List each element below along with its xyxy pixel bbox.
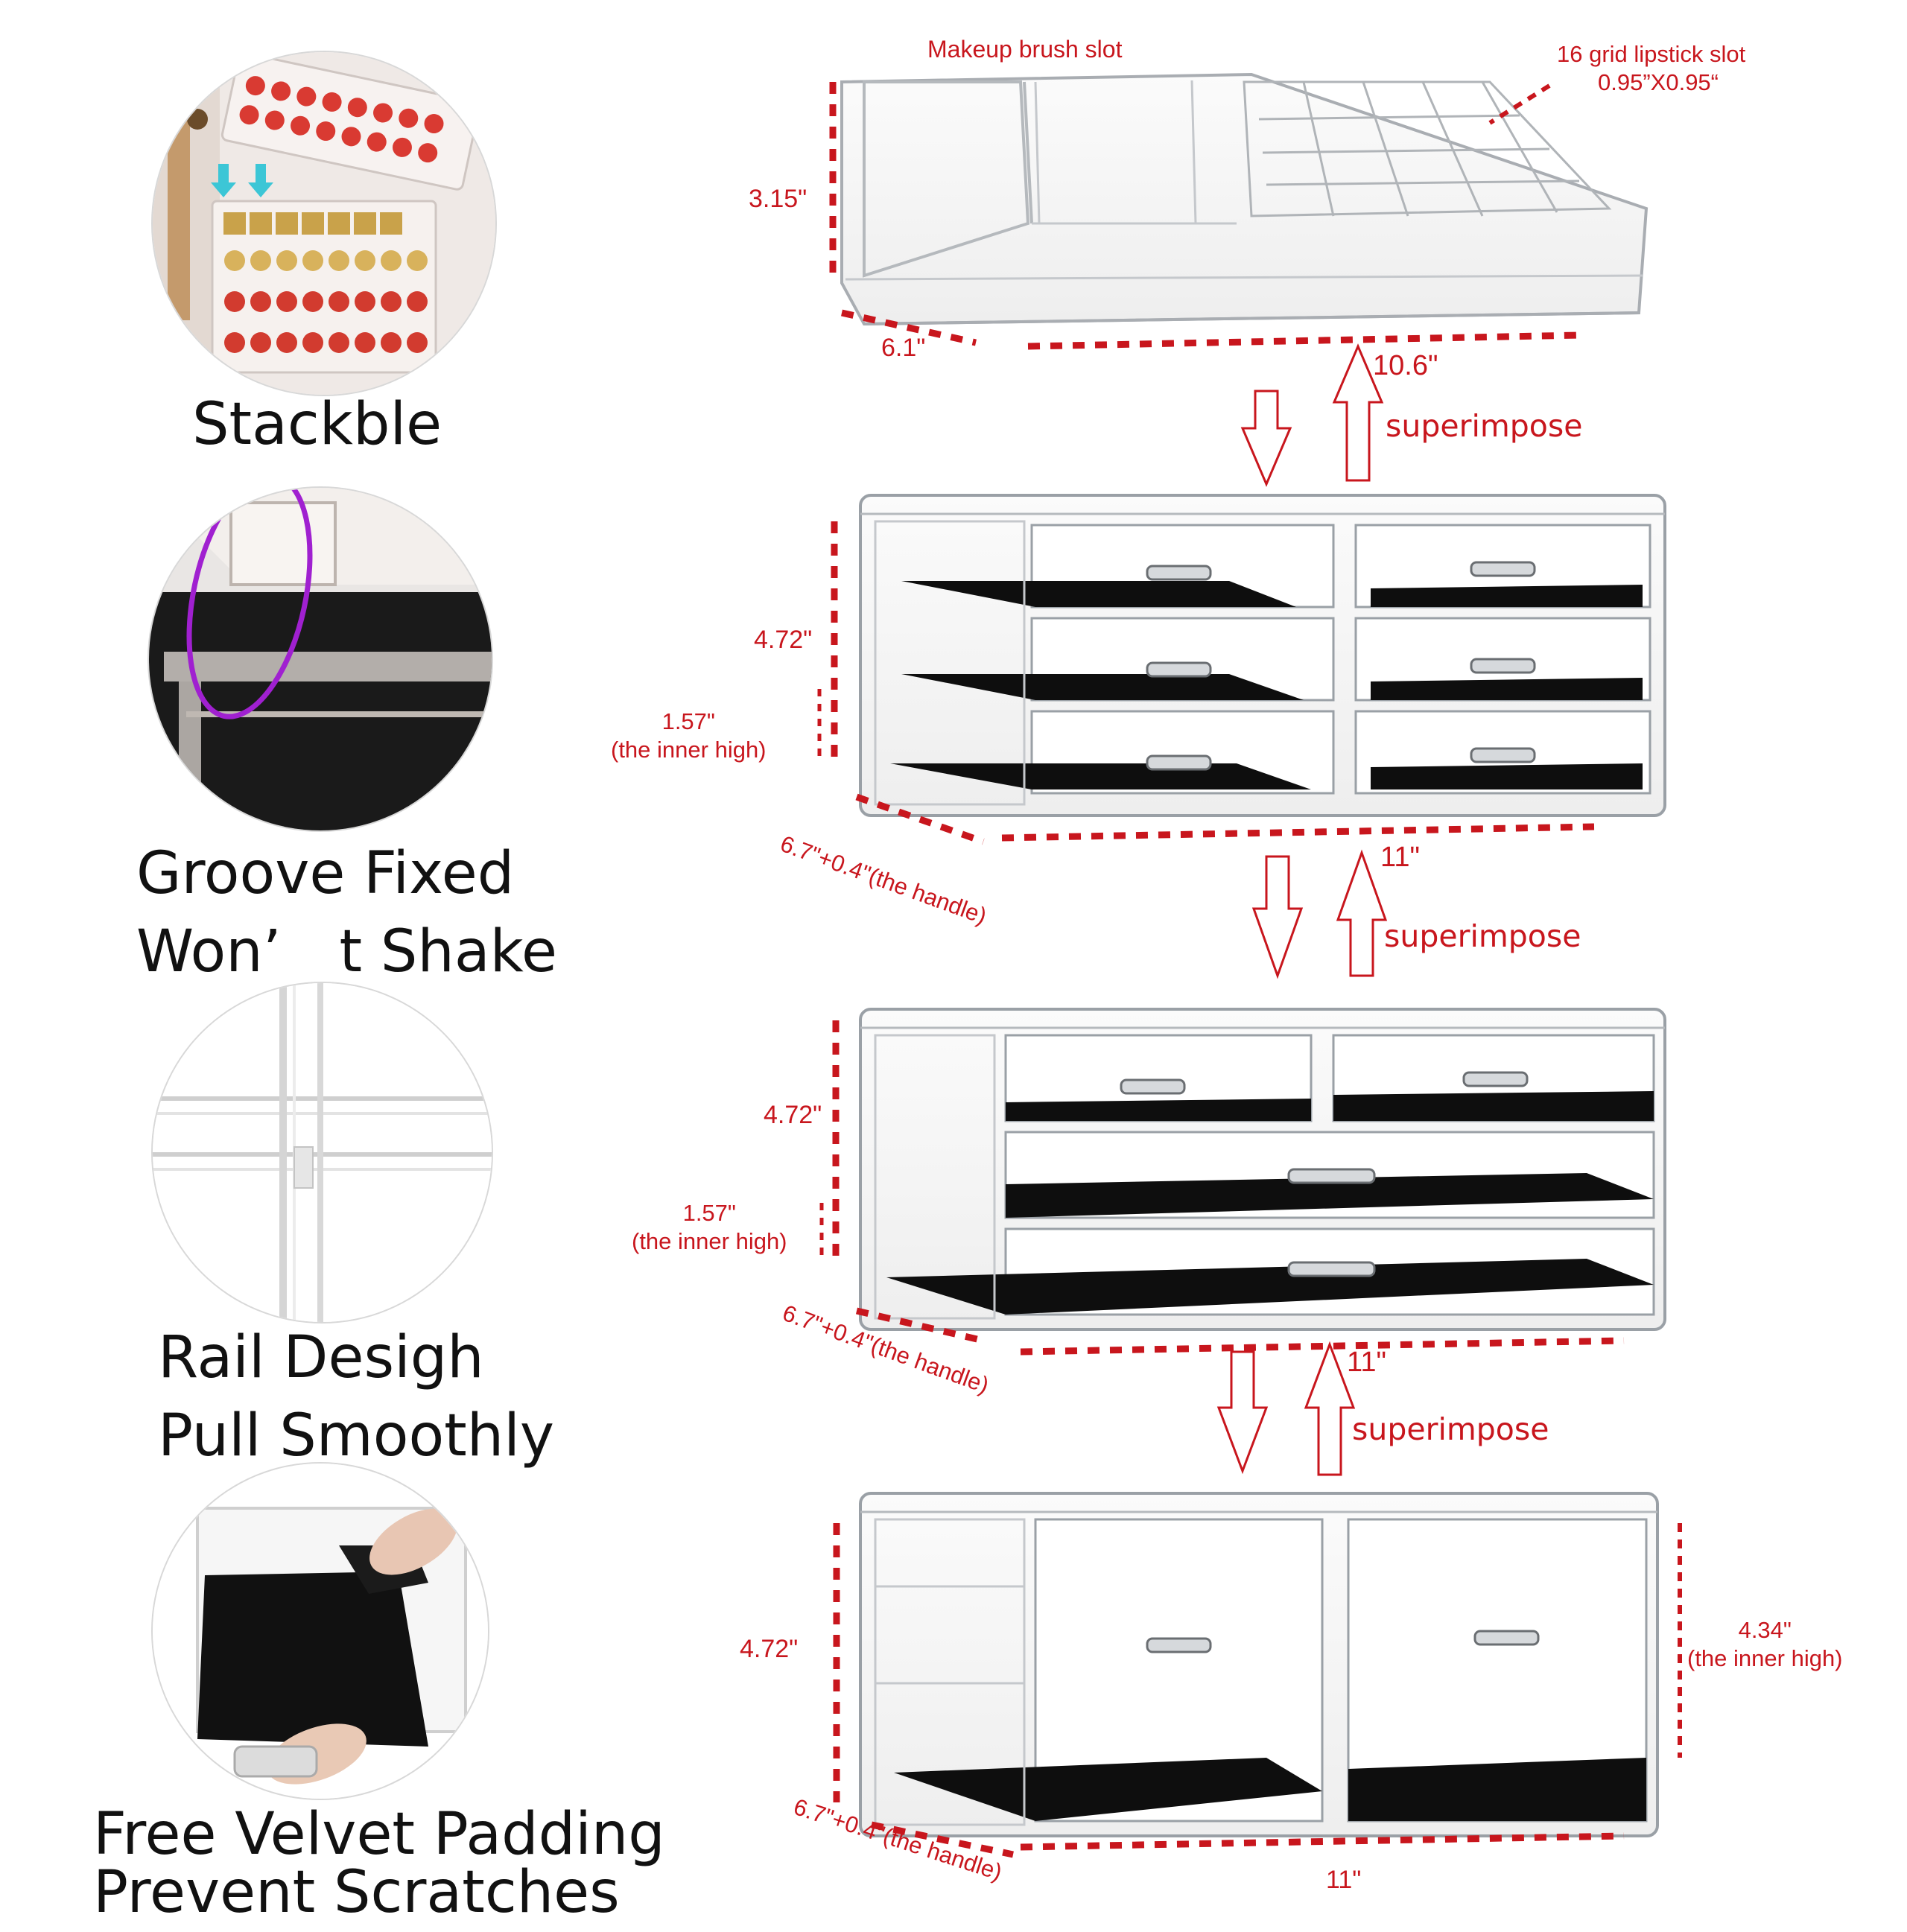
tier2-inner-high-value: 1.57" [682, 1200, 736, 1226]
tier2-inner-high: 1.57" (the inner high) [632, 1199, 787, 1256]
tier3-inner-high-value: 4.34" [1738, 1617, 1792, 1643]
velvet-padding-photo [153, 1464, 488, 1799]
feature-title-stackable: Stackble [192, 391, 442, 458]
top-width-label: 10.6" [1373, 350, 1438, 381]
tier3-height-label: 4.72" [740, 1635, 799, 1663]
tier1-width-label: 11" [1380, 842, 1420, 873]
tier1-height-label: 4.72" [754, 626, 813, 654]
rail-design-photo [153, 983, 492, 1322]
lipstick-slot-label: 16 grid lipstick slot [1557, 41, 1746, 67]
tier1-drawing [859, 494, 1666, 817]
brush-slot-label: Makeup brush slot [927, 36, 1123, 63]
superimpose-label-3: superimpose [1352, 1411, 1549, 1447]
stackable-photo [153, 52, 495, 395]
tier2-inner-high-note: (the inner high) [632, 1228, 787, 1254]
feature-title-groove-line2: Won’ t Shake [136, 918, 558, 985]
tier2-width-label: 11" [1347, 1347, 1386, 1378]
feature-title-velvet-line1: Free Velvet Padding [93, 1801, 665, 1868]
dimension-lines [817, 82, 1682, 1858]
lipstick-slot-size: 0.95”X0.95“ [1598, 69, 1719, 95]
superimpose-label-1: superimpose [1386, 408, 1583, 444]
superimpose-arrows [1216, 343, 1388, 1476]
superimpose-label-2: superimpose [1384, 918, 1581, 954]
tier1-inner-high-value: 1.57" [661, 708, 715, 734]
top-organizer-drawing [840, 72, 1649, 326]
tier3-width-label: 11" [1326, 1866, 1362, 1894]
tier2-height-label: 4.72" [764, 1101, 822, 1129]
tier3-drawing [859, 1492, 1659, 1837]
groove-fixed-photo [149, 488, 492, 830]
tier3-inner-high-note: (the inner high) [1687, 1645, 1843, 1671]
top-height-label: 3.15" [749, 185, 807, 213]
feature-title-rail-line2: Pull Smoothly [158, 1402, 555, 1469]
tier1-inner-high-note: (the inner high) [611, 737, 767, 763]
feature-title-groove-line1: Groove Fixed [136, 840, 515, 907]
top-depth-label: 6.1" [881, 334, 926, 362]
feature-title-rail-line1: Rail Desigh [158, 1324, 484, 1391]
tier2-drawing [859, 1008, 1666, 1331]
tier1-inner-high: 1.57" (the inner high) [611, 708, 767, 764]
tier3-inner-high: 4.34" (the inner high) [1687, 1616, 1843, 1673]
